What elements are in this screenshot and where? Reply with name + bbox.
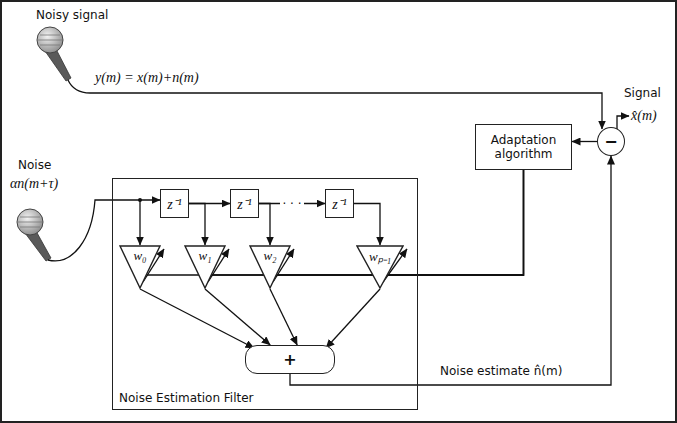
signal-label: αn(m+τ) — [10, 176, 58, 192]
signal-label: Noisy signal — [36, 8, 108, 22]
node-text: + — [283, 350, 296, 369]
delay-box: z⁻¹ — [160, 189, 189, 218]
signal-label: Signal — [624, 86, 661, 100]
weight-triangle: w₀ — [119, 245, 161, 289]
connector — [270, 289, 297, 345]
node-text: − — [604, 132, 617, 151]
node-text: wₚ₋₁ — [369, 245, 391, 265]
tap-wire — [139, 200, 140, 245]
process-box: Adaptation algorithm — [475, 124, 572, 170]
signal-label: x̂(m) — [631, 108, 657, 124]
connector — [147, 170, 524, 275]
triangle-outline — [120, 246, 160, 288]
connector — [205, 289, 270, 345]
connector — [388, 170, 524, 275]
output-wire — [617, 116, 629, 129]
triangle-outline — [185, 246, 225, 288]
edge-label: · · · — [280, 197, 303, 211]
node-text: z⁻¹ — [332, 194, 347, 213]
filter-block: Noise Estimation Filter z⁻¹ z⁻¹ z⁻¹ w₀ w₁ w₂ wₚ… — [112, 178, 418, 410]
signal-wire — [68, 80, 602, 129]
delay-box: z⁻¹ — [230, 189, 259, 218]
signal-label: Noise — [18, 158, 51, 172]
node-text: z⁻¹ — [237, 194, 252, 213]
microphone-icon — [37, 27, 71, 81]
node-text: w₀ — [133, 246, 146, 264]
node-text: Noise Estimation Filter — [119, 391, 254, 405]
node-text: w₂ — [263, 246, 276, 264]
weight-triangle: w₁ — [184, 245, 226, 289]
connector — [290, 156, 611, 385]
summer: + — [245, 345, 335, 374]
connector — [572, 141, 597, 142]
node-text: Adaptation algorithm — [481, 133, 566, 162]
connector — [354, 204, 380, 246]
connector — [140, 289, 254, 348]
weight-triangle: wₚ₋₁ — [356, 245, 404, 289]
connector — [326, 289, 380, 348]
edge-label: Noise estimate n̂(m) — [440, 364, 562, 378]
triangle-outline — [250, 246, 290, 288]
signal-label: y(m) = x(m)+n(m) — [95, 70, 199, 86]
triangle-outline — [357, 246, 403, 288]
delay-box: z⁻¹ — [325, 189, 354, 218]
weight-triangle: w₂ — [249, 245, 291, 289]
connector — [259, 204, 270, 246]
subtractor: − — [597, 127, 625, 156]
connector — [189, 204, 205, 246]
node-text: w₁ — [198, 246, 211, 264]
microphone-icon — [17, 209, 51, 261]
node-text: z⁻¹ — [167, 194, 182, 213]
